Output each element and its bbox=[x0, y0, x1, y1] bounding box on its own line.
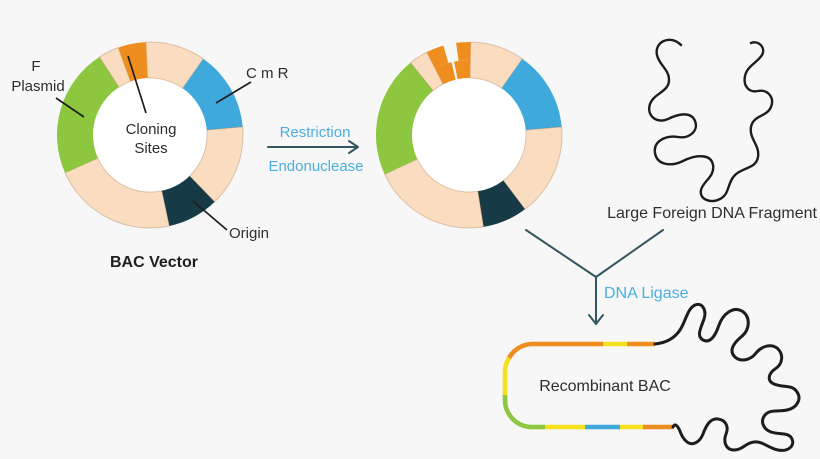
ring-segment-cmr-gene bbox=[501, 58, 562, 131]
ligation-branch-right bbox=[595, 229, 664, 278]
restriction-step: Restriction Endonuclease bbox=[267, 124, 364, 175]
ligation-arrowhead-icon bbox=[588, 314, 604, 325]
cloning-sites-label-line1: Cloning bbox=[126, 121, 177, 138]
ring-segment-f-plasmid-gene bbox=[56, 57, 119, 173]
origin-leader-line bbox=[192, 200, 228, 231]
ring-segment-origin bbox=[477, 180, 525, 227]
ring-segment-cut-site-left-outer bbox=[426, 45, 449, 69]
f-plasmid-label-line1: F bbox=[31, 58, 40, 75]
recombinant-insert-squiggle bbox=[653, 302, 801, 452]
ring-segment-cut-site-left-inner bbox=[434, 62, 456, 85]
f-plasmid-label-line2: Plasmid bbox=[11, 78, 64, 95]
recombinant-edge-top-orange-long bbox=[506, 341, 603, 360]
ring-hole bbox=[93, 78, 207, 192]
bac-vector-ring bbox=[56, 41, 244, 229]
cloning-sites-leader-line bbox=[127, 55, 147, 114]
ring-segment-cmr-gene bbox=[182, 58, 243, 131]
dna-ligase-label: DNA Ligase bbox=[604, 285, 689, 302]
bac-vector-title: BAC Vector bbox=[110, 254, 198, 271]
origin-label: Origin bbox=[229, 225, 269, 242]
ligation-branch-left bbox=[525, 229, 597, 278]
recombinant-bac-label: Recombinant BAC bbox=[539, 378, 671, 395]
cut-vector-ring bbox=[375, 41, 563, 229]
foreign-fragment-squiggle bbox=[647, 38, 774, 203]
restriction-label-line1: Restriction bbox=[280, 124, 351, 141]
recombinant-edge-left-green bbox=[502, 395, 545, 430]
ring-segment-backbone-bottom bbox=[64, 157, 170, 229]
foreign-fragment-label: Large Foreign DNA Fragment bbox=[607, 205, 817, 222]
bac-vector-labels: F Plasmid Cloning Sites C m R Origin BAC… bbox=[11, 55, 289, 271]
recombinant-bac: Recombinant BAC bbox=[502, 302, 801, 452]
ring-segment-cloning-sites bbox=[118, 42, 148, 82]
ring-hole bbox=[412, 78, 526, 192]
ring-segment-origin bbox=[161, 176, 215, 226]
recombinant-edge-left-yellow bbox=[502, 356, 512, 395]
ring-segment-cut-site-right-inner bbox=[454, 59, 471, 80]
restriction-arrowhead-icon bbox=[348, 140, 359, 154]
cmr-leader-line bbox=[215, 81, 252, 104]
ring-segment-backbone-bottom bbox=[384, 158, 485, 229]
cmr-label: C m R bbox=[246, 65, 289, 82]
cloning-sites-label-line2: Sites bbox=[134, 140, 167, 157]
restriction-label-line2: Endonuclease bbox=[268, 158, 363, 175]
foreign-fragment: Large Foreign DNA Fragment bbox=[607, 38, 817, 222]
ring-segment-f-plasmid-gene bbox=[375, 62, 434, 175]
ligation-step: DNA Ligase bbox=[525, 229, 689, 325]
ring-segment-cut-site-right-outer bbox=[456, 41, 471, 61]
f-plasmid-leader-line bbox=[55, 97, 85, 118]
